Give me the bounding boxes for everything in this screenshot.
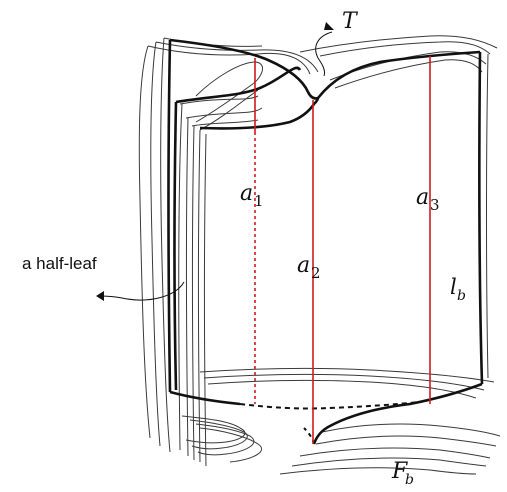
label-Fb: F (391, 459, 408, 484)
leaf-stack (138, 35, 501, 475)
label-lb-sub: b (457, 288, 466, 304)
main-block (167, 38, 484, 445)
label-Fb-sub: b (405, 472, 414, 488)
label-half-leaf: a half-leaf (22, 254, 97, 273)
label-a1: a (240, 181, 253, 206)
arcs (254, 56, 431, 444)
label-a3: a (416, 185, 429, 210)
label-a2: a (297, 253, 310, 278)
label-a2-sub: 2 (311, 264, 321, 282)
twist-arrow (315, 22, 334, 77)
label-lb: l (450, 275, 457, 299)
label-T: T (342, 9, 359, 34)
half-leaf-arrow (96, 281, 185, 301)
label-a1-sub: 1 (254, 192, 264, 210)
label-a3-sub: 3 (430, 196, 440, 214)
